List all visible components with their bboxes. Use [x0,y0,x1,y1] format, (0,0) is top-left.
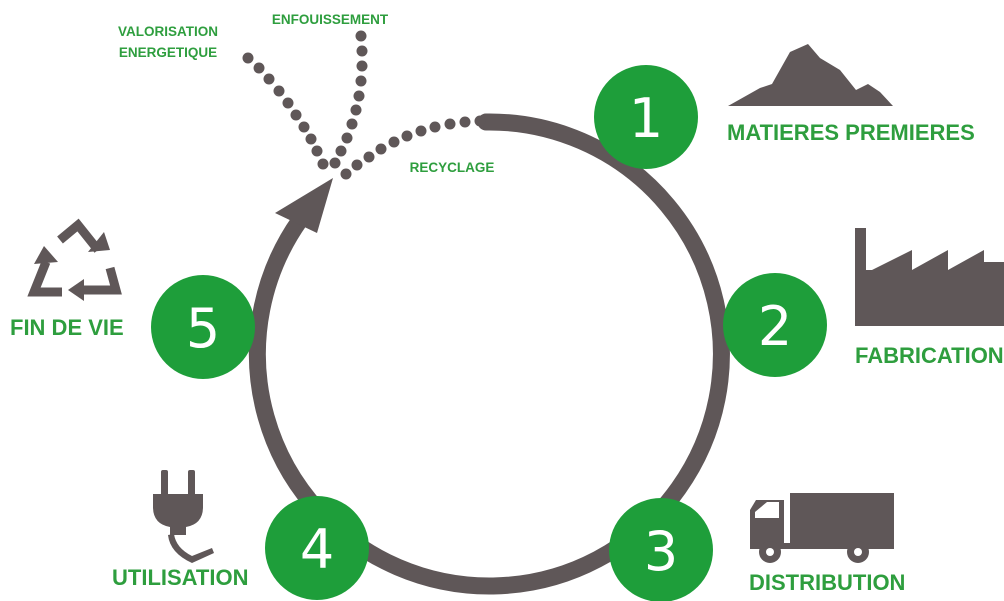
mountain-icon [728,44,893,106]
stage-4-badge: 4 [265,496,369,600]
energy-recovery-label-line2: ENERGETIQUE [119,45,217,60]
svg-text:5: 5 [186,297,220,360]
svg-text:1: 1 [629,87,663,150]
cycle-arrowhead [275,178,333,233]
landfill-dotted-path [329,30,368,169]
factory-icon [855,228,1004,326]
recycling-dotted-path [340,115,486,180]
svg-text:4: 4 [300,518,334,581]
landfill-label: ENFOUISSEMENT [272,12,389,27]
stage-3-label: DISTRIBUTION [749,570,905,595]
plug-icon [153,470,214,563]
stage-1-label: MATIERES PREMIERES [727,120,975,145]
energy-recovery-label-line1: VALORISATION [118,24,218,39]
stage-2-label: FABRICATION [855,343,1004,368]
stage-4-label: UTILISATION [112,565,248,590]
stage-5-badge: 5 [151,275,255,379]
svg-text:3: 3 [644,520,678,583]
truck-icon [750,493,894,563]
recycle-icon [27,218,122,297]
stage-1-badge: 1 [594,65,698,169]
stage-3-badge: 3 [609,498,713,601]
svg-text:2: 2 [758,295,792,358]
cycle-arc [248,113,730,595]
stage-2-badge: 2 [723,273,827,377]
energy-recovery-dotted-path [242,52,329,170]
recycle-arrowheads [34,232,110,301]
stage-5-label: FIN DE VIE [10,315,124,340]
recycling-label: RECYCLAGE [410,160,495,175]
